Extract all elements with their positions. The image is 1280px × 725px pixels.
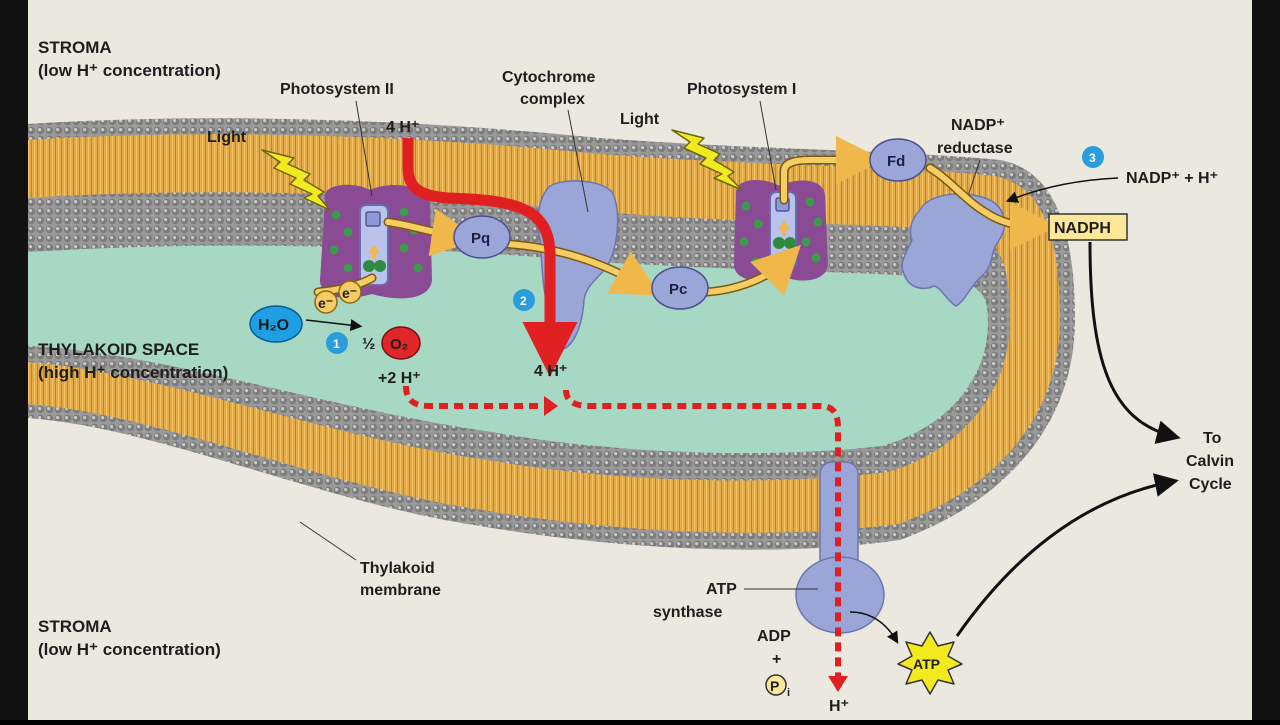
calvin-label-line3: Cycle [1189, 476, 1232, 493]
oxygen-molecule: O₂ [381, 326, 421, 360]
proton-out-label: 4 H⁺ [534, 363, 567, 380]
light-1-label: Light [207, 129, 247, 146]
proton-in-label: 4 H⁺ [386, 119, 419, 136]
calvin-label-line1: To [1203, 430, 1222, 447]
photosystem-2-label: Photosystem II [280, 81, 394, 98]
ferredoxin: Fd [869, 138, 927, 182]
svg-text:3: 3 [1089, 151, 1096, 165]
oxygen-label: O₂ [390, 336, 408, 353]
light-2-label: Light [620, 111, 660, 128]
stroma-bottom-label: STROMA [38, 617, 112, 636]
nadp-reductase-label-line2: reductase [937, 140, 1013, 157]
electron-carriers: e⁻ e⁻ [314, 280, 362, 314]
calvin-label-line2: Calvin [1186, 453, 1234, 470]
adp-label: ADP [757, 628, 791, 645]
two-protons-label: +2 H⁺ [378, 370, 421, 387]
pi-p-label: P [770, 678, 779, 694]
atp-product: ATP [897, 631, 963, 695]
half-label: ½ [362, 336, 375, 353]
thylakoid-space [28, 245, 988, 454]
plastoquinone: Pq [453, 215, 511, 259]
nadph-to-calvin-arrow [1088, 241, 1181, 444]
nadp-reductase [901, 193, 1006, 307]
nadp-h-label: NADP⁺ + H⁺ [1126, 170, 1218, 187]
atp-synthase-label-line1: ATP [706, 581, 737, 598]
stroma-top-sublabel: (low H⁺ concentration) [38, 61, 221, 80]
thylakoid-space-label: THYLAKOID SPACE [38, 340, 199, 359]
nadp-reductase-label-line1: NADP⁺ [951, 117, 1005, 134]
water-molecule: H₂O [249, 305, 303, 343]
stroma-bottom-sublabel: (low H⁺ concentration) [38, 640, 221, 659]
thylakoid-space-sublabel: (high H⁺ concentration) [38, 363, 228, 382]
photosystem-2 [320, 184, 432, 299]
plastocyanin: Pc [651, 266, 709, 310]
electron-transport-path [313, 136, 1058, 297]
thylakoid-membrane-label-line1: Thylakoid [360, 560, 435, 577]
svg-text:1: 1 [333, 337, 340, 351]
photosystem-1-label: Photosystem I [687, 81, 796, 98]
pi-sub-label: i [787, 687, 790, 699]
thylakoid-membrane-label-line2: membrane [360, 582, 441, 599]
cytochrome-label-line2: complex [520, 91, 585, 108]
electron-1-label: e⁻ [318, 295, 333, 311]
step-marker-1: 1 [326, 332, 348, 354]
electron-2-label: e⁻ [342, 285, 357, 301]
nadph-product: NADPH [1048, 213, 1128, 241]
step-marker-3: 3 [1082, 146, 1104, 168]
stroma-top-label: STROMA [38, 38, 112, 57]
atp-synthase [795, 461, 885, 634]
pq-label: Pq [471, 230, 490, 247]
pc-label: Pc [669, 281, 687, 298]
atp-label: ATP [913, 656, 940, 672]
atp-synthase-label-line2: synthase [653, 604, 722, 621]
cytochrome-label-line1: Cytochrome [502, 69, 595, 86]
water-label: H₂O [258, 317, 289, 334]
proton-gradient-path [403, 385, 841, 676]
atp-to-calvin-arrow [955, 473, 1179, 637]
plus-label: + [772, 651, 781, 668]
proton-pump-path [402, 138, 578, 377]
svg-text:2: 2 [520, 294, 527, 308]
phosphate: P i [765, 674, 790, 699]
fd-label: Fd [887, 153, 905, 170]
light-bolt-2 [671, 129, 743, 191]
proton-exit-label: H⁺ [829, 698, 849, 715]
step-marker-2: 2 [513, 289, 535, 311]
nadph-label: NADPH [1054, 220, 1111, 237]
light-bolt-1 [261, 149, 331, 211]
